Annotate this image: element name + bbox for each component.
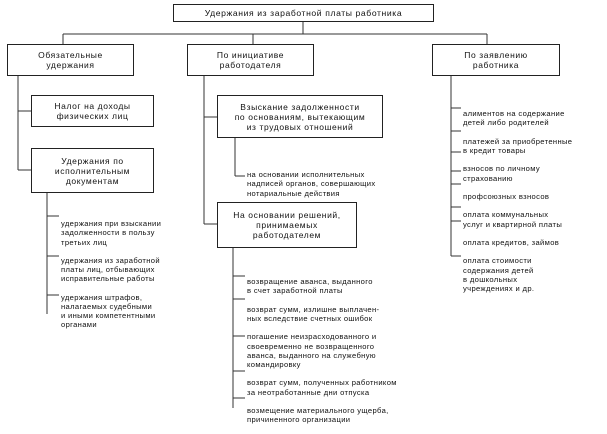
title-box: Удержания из заработной платы работника [173,4,434,22]
labor-debt-items: на основании исполнительных надписей орг… [247,161,407,207]
employer-decisions-items: возвращение аванса, выданного в счет зар… [247,268,447,434]
list-item: алиментов на содержание детей либо родит… [463,109,565,128]
income-tax-box: Налог на доходы физических лиц [31,95,154,127]
labor-debt-box: Взыскание задолженности по основаниям, в… [217,95,383,138]
list-item: удержания штрафов, налагаемых судебными … [61,292,156,330]
employee-items-list: алиментов на содержание детей либо родит… [463,100,603,302]
list-item: удержания при взыскании задолженности в … [61,219,162,247]
column-employer: По инициативе работодателя [187,44,314,76]
column-employee: По заявлению работника [432,44,560,76]
list-item: оплата кредитов, займов [463,238,560,248]
list-item: оплата стоимости содержания детей в дошк… [463,256,535,294]
enforcement-items-list: удержания при взыскании задолженности в … [61,210,201,339]
list-item: платежей за приобретенные в кредит товар… [463,136,573,156]
list-item: профсоюзных взносов [463,192,550,202]
list-item: погашение неизрасходованного и своевреме… [247,332,377,370]
list-item: оплата коммунальных услуг и квартирной п… [463,210,563,229]
list-item: возмещение материального ущерба, причине… [247,406,389,425]
list-item: возвращение аванса, выданного в счет зар… [247,277,373,296]
list-item: взносов по личному страхованию [463,164,540,183]
list-item: возврат сумм, излишне выплачен- ных всле… [247,304,380,324]
connector-lines [17,22,488,408]
list-item: на основании исполнительных надписей орг… [247,170,376,198]
employer-decisions-box: На основании решений, принимаемых работо… [217,202,357,248]
column-mandatory: Обязательные удержания [7,44,134,76]
enforcement-docs-box: Удержания по исполнительным документам [31,148,154,193]
list-item: возврат сумм, полученных работником за н… [247,378,397,397]
list-item: удержания из заработной платы лиц, отбыв… [61,256,160,284]
